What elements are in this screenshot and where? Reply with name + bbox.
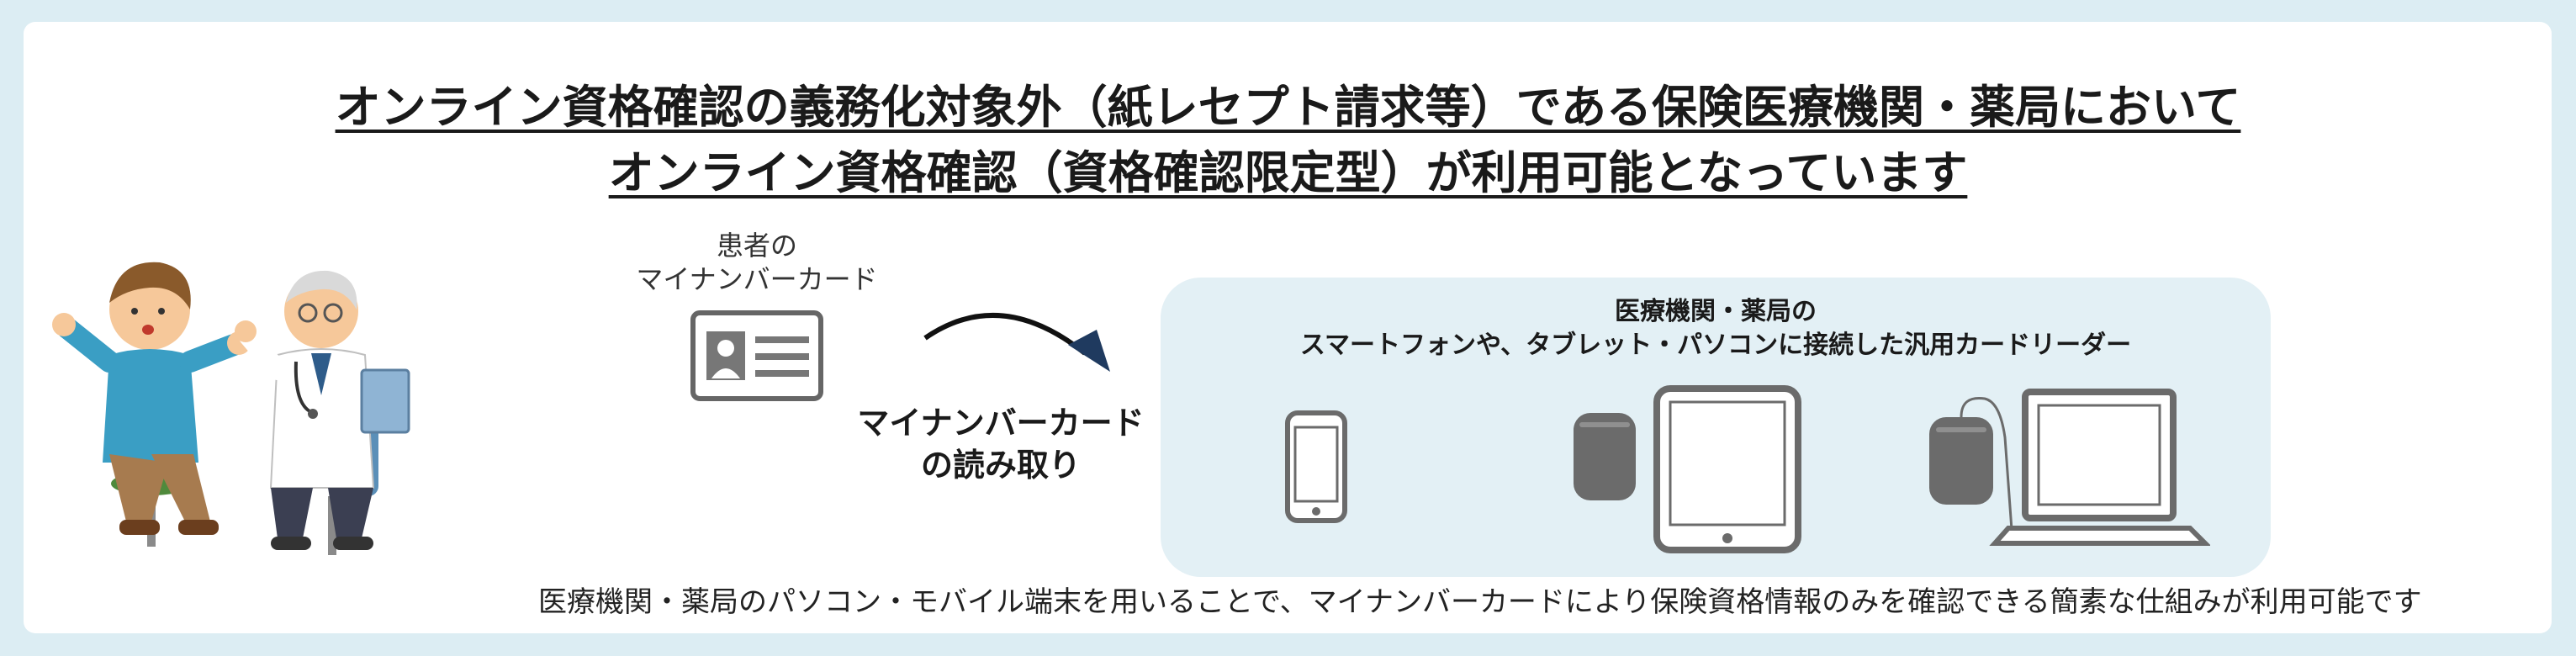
chair-leg-icon bbox=[328, 496, 336, 555]
device-panel-title-line-1: 医療機関・薬局の bbox=[1615, 297, 1817, 326]
card-reading-label-line-1: マイナンバーカード bbox=[857, 405, 1145, 442]
clipboard-icon bbox=[360, 368, 410, 434]
smartphone-icon bbox=[1285, 410, 1347, 523]
device-panel-title-line-2: スマートフォンや、タブレット・パソコンに接続した汎用カードリーダー bbox=[1299, 331, 2132, 360]
id-card-icon bbox=[690, 310, 823, 401]
card-reader-icon bbox=[1574, 413, 1636, 500]
doctor-icon bbox=[235, 270, 410, 550]
reading-arrow-icon bbox=[923, 313, 1110, 372]
headline-line-1: オンライン資格確認の義務化対象外（紙レセプト請求等）である保険医療機関・薬局にお… bbox=[335, 81, 2241, 134]
patient-doctor-illustration bbox=[52, 262, 410, 555]
patient-card-label: 患者の マイナンバーカード bbox=[622, 229, 891, 296]
headline-line-2: オンライン資格確認（資格確認限定型）が利用可能となっています bbox=[608, 146, 1968, 199]
laptop-with-reader-icon bbox=[1929, 389, 2210, 546]
patient-card-label-line-1: 患者の bbox=[716, 230, 797, 262]
laptop-icon bbox=[2022, 389, 2177, 521]
patient-icon bbox=[52, 262, 251, 535]
tablet-icon bbox=[1653, 385, 1801, 553]
card-reading-label: マイナンバーカード の読み取り bbox=[824, 402, 1177, 486]
card-reader-icon bbox=[1929, 417, 1993, 505]
card-reading-label-line-2: の読み取り bbox=[920, 447, 1081, 484]
device-panel: 医療機関・薬局の スマートフォンや、タブレット・パソコンに接続した汎用カードリー… bbox=[1161, 278, 2271, 577]
patient-card-label-line-2: マイナンバーカード bbox=[636, 263, 878, 295]
footnote: 医療機関・薬局のパソコン・モバイル端末を用いることで、マイナンバーカードにより保… bbox=[538, 585, 2422, 619]
